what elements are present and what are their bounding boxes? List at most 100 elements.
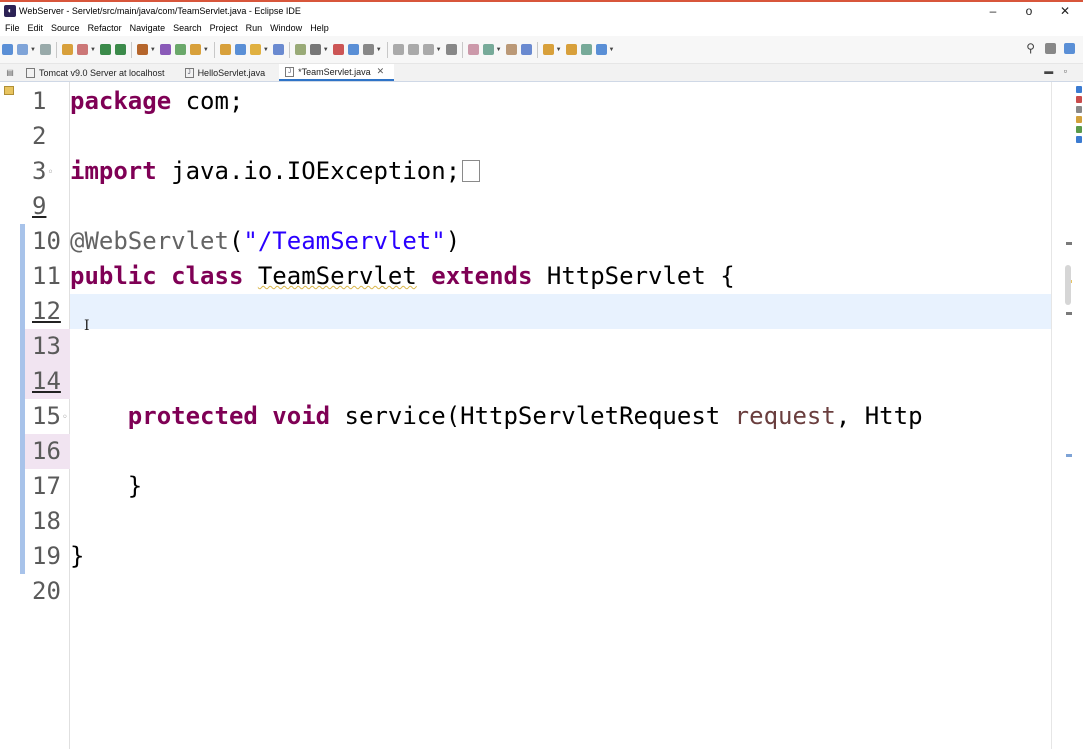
menu-file[interactable]: File <box>5 23 20 33</box>
line-number[interactable]: 13 <box>20 329 70 364</box>
code-line[interactable] <box>70 364 1052 399</box>
open-perspective-icon[interactable] <box>1045 42 1056 54</box>
toolbar-dropdown-icon[interactable]: ▼ <box>30 46 36 53</box>
code-line[interactable]: @WebServlet("/TeamServlet") <box>70 224 1052 259</box>
ruler-marker[interactable] <box>1066 454 1072 457</box>
menu-source[interactable]: Source <box>51 23 80 33</box>
line-number[interactable]: 19 <box>20 539 70 574</box>
toolbar-dropdown-icon[interactable]: ▼ <box>262 46 269 53</box>
editor-tab[interactable]: Tomcat v9.0 Server at localhost <box>20 64 175 81</box>
toolbar-dropdown-icon[interactable]: ▼ <box>435 46 442 53</box>
code-line[interactable]: public class TeamServlet extends HttpSer… <box>70 259 1052 294</box>
properties-icon[interactable] <box>1076 136 1082 143</box>
toolbar-tool-icon[interactable] <box>467 44 479 55</box>
toolbar-tool-icon[interactable] <box>580 44 592 55</box>
close-tab-icon[interactable]: ✕ <box>376 66 385 76</box>
line-number[interactable]: 9 <box>20 189 70 224</box>
toolbar-dropdown-icon[interactable]: ▼ <box>202 46 209 53</box>
menu-help[interactable]: Help <box>310 23 329 33</box>
line-number[interactable]: 20 <box>20 574 70 609</box>
problems-icon[interactable] <box>1076 96 1082 103</box>
java-perspective-icon[interactable] <box>1064 42 1075 54</box>
line-number[interactable]: 11 <box>20 259 70 294</box>
view-menu-icon[interactable]: ▤ <box>6 67 14 77</box>
toolbar-tool-icon[interactable] <box>309 44 321 55</box>
toolbar-tool-icon[interactable] <box>76 44 88 55</box>
toolbar-dropdown-icon[interactable]: ▼ <box>89 46 96 53</box>
tasks-icon[interactable] <box>1076 106 1082 113</box>
code-line[interactable]: import java.io.IOException; <box>70 154 1052 189</box>
toolbar-tool-icon[interactable] <box>392 44 404 55</box>
code-line[interactable] <box>70 504 1052 539</box>
line-number[interactable]: 1 <box>20 84 70 119</box>
toolbar-tool-icon[interactable] <box>407 44 419 55</box>
toolbar-tool-icon[interactable] <box>2 44 13 55</box>
toolbar-dropdown-icon[interactable]: ▼ <box>555 46 562 53</box>
console-icon[interactable] <box>1076 126 1082 133</box>
line-number[interactable]: 14 <box>20 364 70 399</box>
code-line[interactable]: protected void service(HttpServletReques… <box>70 399 1052 434</box>
menu-edit[interactable]: Edit <box>27 23 44 33</box>
overview-ruler[interactable] <box>1051 82 1083 749</box>
ruler-marker[interactable] <box>1066 312 1072 315</box>
toolbar-tool-icon[interactable] <box>595 44 607 55</box>
editor-tab[interactable]: J*TeamServlet.java✕ <box>279 64 395 81</box>
menu-search[interactable]: Search <box>173 23 202 33</box>
toolbar-dropdown-icon[interactable]: ▼ <box>322 46 329 53</box>
line-number[interactable]: 15◦ <box>20 399 70 434</box>
toolbar-tool-icon[interactable] <box>362 44 374 55</box>
toolbar-dropdown-icon[interactable]: ▼ <box>375 46 382 53</box>
toolbar-dropdown-icon[interactable]: ▼ <box>149 46 156 53</box>
code-text-area[interactable]: package com; import java.io.IOException; @… <box>70 82 1052 749</box>
toolbar-tool-icon[interactable] <box>219 44 231 55</box>
toolbar-tool-icon[interactable] <box>520 44 532 55</box>
toolbar-tool-icon[interactable] <box>114 44 126 55</box>
code-line[interactable] <box>70 434 1052 469</box>
toolbar-tool-icon[interactable] <box>234 44 246 55</box>
toolbar-tool-icon[interactable] <box>347 44 359 55</box>
line-number[interactable]: 12 <box>20 294 70 329</box>
toolbar-tool-icon[interactable] <box>272 44 284 55</box>
toolbar-tool-icon[interactable] <box>505 44 517 55</box>
fold-toggle-icon[interactable]: ◦ <box>47 166 54 178</box>
search-icon[interactable]: ⚲ <box>1026 41 1035 55</box>
toolbar-dropdown-icon[interactable]: ▼ <box>608 46 615 53</box>
toolbar-tool-icon[interactable] <box>249 44 261 55</box>
menu-run[interactable]: Run <box>245 23 263 33</box>
collapsed-imports-box[interactable] <box>462 160 481 182</box>
toolbar-tool-icon[interactable] <box>565 44 577 55</box>
toolbar-tool-icon[interactable] <box>445 44 457 55</box>
code-line[interactable] <box>70 294 1052 329</box>
line-number[interactable]: 2 <box>20 119 70 154</box>
toolbar-tool-icon[interactable] <box>159 44 171 55</box>
ruler-marker[interactable] <box>1066 242 1072 245</box>
code-line[interactable] <box>70 329 1052 364</box>
bookmarks-icon[interactable] <box>1076 116 1082 123</box>
line-number[interactable]: 17 <box>20 469 70 504</box>
toolbar-tool-icon[interactable] <box>174 44 186 55</box>
toolbar-tool-icon[interactable] <box>99 44 111 55</box>
vertical-scrollbar[interactable] <box>1065 265 1071 305</box>
code-line[interactable]: } <box>70 469 1052 504</box>
minimize-maximize-editor-icon[interactable]: ▬ ▫ <box>1044 66 1071 76</box>
toolbar-tool-icon[interactable] <box>39 44 51 55</box>
toolbar-tool-icon[interactable] <box>61 44 73 55</box>
outline-icon[interactable] <box>1076 86 1082 93</box>
code-line[interactable]: } <box>70 539 1052 574</box>
code-line[interactable] <box>70 189 1052 224</box>
menu-navigate[interactable]: Navigate <box>129 23 166 33</box>
code-line[interactable] <box>70 574 1052 609</box>
menu-window[interactable]: Window <box>270 23 303 33</box>
close-window-button[interactable]: ✕ <box>1059 4 1071 18</box>
line-number[interactable]: 18 <box>20 504 70 539</box>
code-line[interactable] <box>70 119 1052 154</box>
toolbar-tool-icon[interactable] <box>422 44 434 55</box>
maximize-button[interactable]: o <box>1025 4 1033 18</box>
code-line[interactable]: package com; <box>70 84 1052 119</box>
minimize-button[interactable]: – <box>989 4 997 18</box>
toolbar-tool-icon[interactable] <box>542 44 554 55</box>
line-number[interactable]: 16 <box>20 434 70 469</box>
menu-project[interactable]: Project <box>209 23 238 33</box>
